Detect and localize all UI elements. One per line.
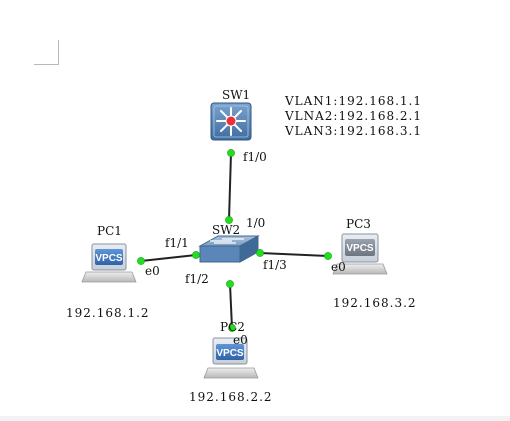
pc2-ip: 192.168.2.2 xyxy=(189,390,273,404)
sw1-device[interactable] xyxy=(210,102,252,141)
port-label-sw2-1-0: 1/0 xyxy=(246,216,266,230)
port-dot-pc3-e0[interactable] xyxy=(324,252,332,260)
port-dot-pc1-e0[interactable] xyxy=(137,257,145,265)
pc3-label: PC3 xyxy=(346,217,371,231)
port-label-sw2-f1-2: f1/2 xyxy=(185,272,209,286)
port-label-sw2-f1-3: f1/3 xyxy=(263,258,287,272)
link-sw1-sw2[interactable] xyxy=(228,152,232,221)
pc2-vpcs-text: VPCS xyxy=(216,348,244,359)
bottom-band xyxy=(0,416,510,421)
link-sw2-pc2[interactable] xyxy=(229,283,233,329)
port-dot-sw2-f1-2[interactable] xyxy=(226,280,234,288)
port-label-pc3-e0: e0 xyxy=(331,260,346,274)
port-dots xyxy=(137,149,332,332)
sw2-label: SW2 xyxy=(212,223,241,237)
pc3-device[interactable] xyxy=(332,233,388,275)
port-dot-sw2-1-0[interactable] xyxy=(225,216,233,224)
port-dot-pc2-e0[interactable] xyxy=(228,324,236,332)
links xyxy=(140,152,329,329)
pc3-vpcs-text: VPCS xyxy=(346,243,374,254)
port-label-sw1-f1-0: f1/0 xyxy=(243,150,267,164)
port-label-sw2-f1-1: f1/1 xyxy=(165,236,189,250)
vpcs-badge-icon xyxy=(345,239,375,256)
link-sw2-pc3[interactable] xyxy=(259,252,329,257)
port-label-pc2-e0: e0 xyxy=(233,333,248,347)
port-dot-sw2-f1-3[interactable] xyxy=(256,249,264,257)
pc1-label: PC1 xyxy=(97,224,122,238)
port-dot-sw2-f1-1[interactable] xyxy=(192,251,200,259)
pc3-ip: 192.168.3.2 xyxy=(333,296,417,310)
vpcs-badge-icon xyxy=(95,249,123,265)
vlan-note-2: VLNA2:192.168.2.1 xyxy=(285,109,422,123)
pc1-ip: 192.168.1.2 xyxy=(66,306,150,320)
link-sw2-pc1[interactable] xyxy=(140,254,197,262)
vlan-note-1: VLAN1:192.168.1.1 xyxy=(285,94,422,108)
vpcs-badge-icon xyxy=(216,344,244,360)
switch-arrows-icon xyxy=(210,238,244,244)
vlan-note-3: VLAN3:192.168.3.1 xyxy=(285,124,422,138)
page-corner-mark xyxy=(34,40,59,65)
pc1-device[interactable] xyxy=(81,243,137,283)
pc1-vpcs-text: VPCS xyxy=(95,253,123,264)
sw2-device[interactable] xyxy=(198,235,260,263)
pc2-device[interactable] xyxy=(203,337,259,379)
port-dot-sw1-f1-0[interactable] xyxy=(227,149,235,157)
sw1-label: SW1 xyxy=(222,88,251,102)
port-label-pc1-e0: e0 xyxy=(145,264,160,278)
pc2-label: PC2 xyxy=(220,320,245,334)
